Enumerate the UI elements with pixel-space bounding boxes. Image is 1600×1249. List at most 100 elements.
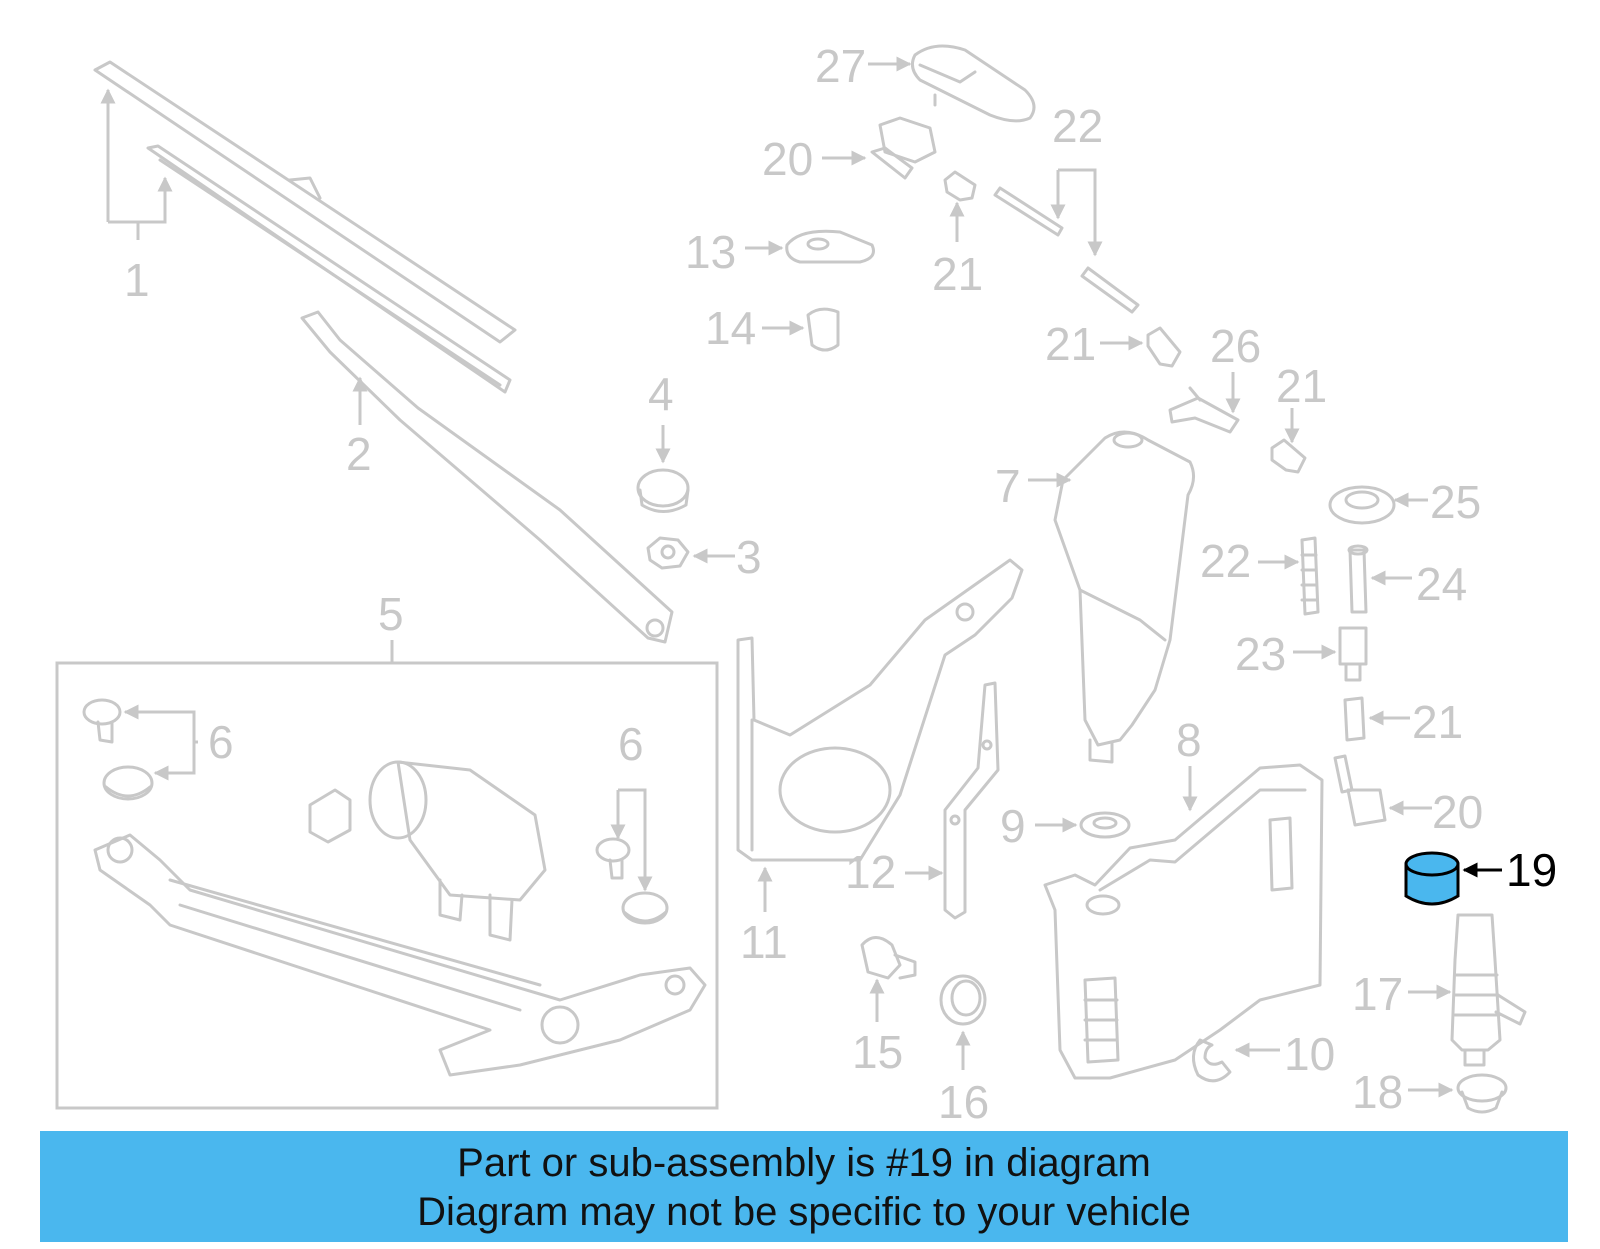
clip-part-10 (1192, 1038, 1232, 1083)
sensor-part-27 (910, 44, 1036, 123)
label-8: 8 (1176, 714, 1202, 766)
label-16: 16 (938, 1076, 989, 1128)
info-banner: Part or sub-assembly is #19 in diagram D… (40, 1131, 1568, 1242)
callout-19: 19 (1462, 844, 1557, 896)
label-19: 19 (1506, 844, 1557, 896)
callout-5: 5 (378, 588, 404, 662)
wiper-motor-part (308, 760, 547, 942)
label-11: 11 (740, 916, 788, 968)
label-21b: 21 (1045, 318, 1096, 370)
callout-22a: 22 (1050, 100, 1103, 257)
label-6a: 6 (208, 716, 234, 768)
cap-part (636, 468, 690, 513)
label-17: 17 (1352, 968, 1403, 1020)
wiper-blade-part (93, 60, 517, 394)
callout-6a: 6 (123, 704, 234, 781)
wiper-arm-part (300, 310, 674, 644)
banner-line-1: Part or sub-assembly is #19 in diagram (457, 1141, 1151, 1185)
label-2: 2 (346, 428, 372, 480)
label-22a: 22 (1052, 100, 1103, 152)
callout-21d: 21 (1368, 696, 1463, 748)
label-6b: 6 (618, 718, 644, 770)
callout-2: 2 (346, 376, 372, 480)
fitting-part-23 (1338, 626, 1368, 682)
label-3: 3 (736, 531, 762, 583)
label-24: 24 (1416, 558, 1467, 610)
callout-21c: 21 (1276, 360, 1327, 444)
label-9: 9 (1000, 800, 1026, 852)
bushing-part-16 (939, 974, 987, 1026)
connector-part-20a (870, 116, 937, 180)
label-21d: 21 (1412, 696, 1463, 748)
callout-1: 1 (100, 88, 173, 306)
callout-9: 9 (1000, 800, 1078, 852)
connector-part-20b (1333, 754, 1387, 827)
nut-part (646, 536, 690, 570)
wiper-linkage-part (93, 833, 707, 1077)
callout-16: 16 (938, 1030, 989, 1128)
label-20a: 20 (762, 133, 813, 185)
clip-part-21d (1343, 696, 1366, 742)
label-14: 14 (705, 302, 756, 354)
label-21c: 21 (1276, 360, 1327, 412)
callout-3: 3 (692, 531, 762, 583)
label-7: 7 (995, 460, 1021, 512)
reservoir-neck-part-7 (1053, 430, 1195, 764)
grommet-part-6b (595, 837, 669, 925)
callout-7: 7 (995, 460, 1072, 512)
callout-25: 25 (1393, 476, 1481, 528)
fitting-part-24 (1347, 544, 1369, 614)
bracket-part-11 (736, 558, 1024, 862)
label-15: 15 (852, 1026, 903, 1078)
callout-21a: 21 (932, 201, 983, 300)
label-13: 13 (685, 226, 736, 278)
label-12: 12 (845, 846, 896, 898)
grommet-part-18 (1456, 1073, 1508, 1114)
seal-part-13 (785, 229, 875, 264)
label-4: 4 (648, 368, 674, 420)
label-23: 23 (1235, 628, 1286, 680)
callout-18: 18 (1352, 1066, 1454, 1118)
callout-8: 8 (1176, 714, 1202, 812)
clip-part-21b (1146, 326, 1182, 368)
label-5: 5 (378, 588, 404, 640)
callout-21b: 21 (1045, 318, 1144, 370)
label-27: 27 (815, 40, 866, 92)
callout-24: 24 (1370, 558, 1467, 610)
label-21a: 21 (932, 248, 983, 300)
callout-10: 10 (1234, 1028, 1335, 1080)
connector-part-15 (860, 936, 917, 980)
callout-17: 17 (1352, 968, 1452, 1020)
label-22b: 22 (1200, 535, 1251, 587)
callout-12: 12 (845, 846, 944, 898)
highlighted-part-19[interactable] (1404, 851, 1460, 906)
callout-6b: 6 (610, 718, 653, 892)
hose-part-22a (993, 186, 1140, 314)
reservoir-part-8 (1043, 763, 1324, 1080)
banner-line-2: Diagram may not be specific to your vehi… (417, 1190, 1191, 1234)
callout-4: 4 (648, 368, 674, 464)
grommet-part-25 (1328, 485, 1396, 525)
callout-22b: 22 (1200, 535, 1300, 587)
callout-27: 27 (815, 40, 912, 92)
grommet-part-9 (1079, 811, 1131, 839)
hose-part-22b (1300, 536, 1320, 616)
callout-11: 11 (740, 866, 788, 968)
bushing-part-14 (806, 307, 840, 352)
callout-23: 23 (1235, 628, 1337, 680)
callout-26: 26 (1210, 320, 1261, 414)
grommet-part-6a (82, 698, 154, 801)
clip-part-21a (943, 170, 977, 202)
assembly-box-5 (55, 661, 719, 1110)
label-20b: 20 (1432, 786, 1483, 838)
label-10: 10 (1284, 1028, 1335, 1080)
callout-20a: 20 (762, 133, 867, 185)
callout-13: 13 (685, 226, 784, 278)
t-fitting-part-26 (1168, 386, 1240, 434)
label-1: 1 (124, 254, 150, 306)
pump-part-17 (1450, 913, 1527, 1067)
label-25: 25 (1430, 476, 1481, 528)
callout-15: 15 (852, 978, 903, 1078)
clip-part-21c (1270, 438, 1307, 474)
